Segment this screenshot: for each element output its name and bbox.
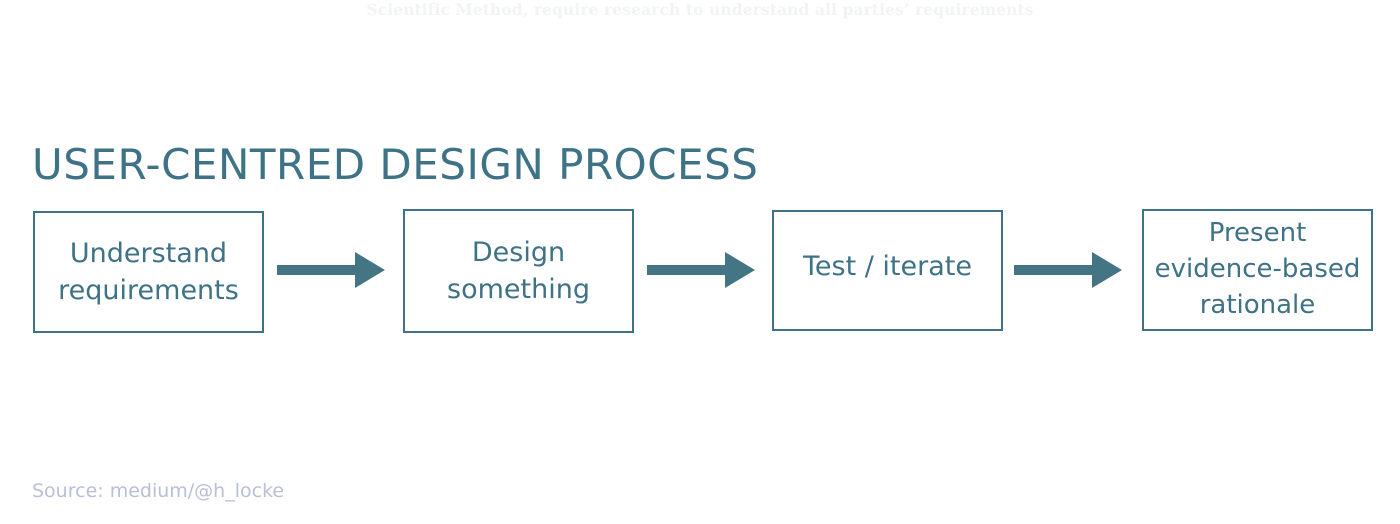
watermark-text: Scientific Method, require research to u…: [366, 0, 1034, 19]
arrow-head: [1092, 252, 1122, 288]
process-step-present-rationale: Present evidence-based rationale: [1142, 209, 1373, 331]
arrow-head: [725, 252, 755, 288]
process-step-label: Test / iterate: [803, 251, 972, 282]
process-step-design-something: Design something: [403, 209, 634, 333]
arrow-head: [355, 252, 385, 288]
arrow-shaft: [1014, 265, 1094, 275]
arrow-shaft: [277, 265, 357, 275]
process-step-understand-requirements: Understand requirements: [33, 211, 264, 333]
source-credit: Source: medium/@h_locke: [32, 480, 285, 502]
process-step-label: Present evidence-based rationale: [1154, 218, 1361, 320]
arrow-shaft: [647, 265, 727, 275]
process-step-test-iterate: Test / iterate: [772, 210, 1003, 331]
arrow-right-icon: [647, 252, 755, 288]
page-title: USER-CENTRED DESIGN PROCESS: [32, 140, 759, 190]
arrow-right-icon: [1014, 252, 1122, 288]
process-step-label: Design something: [447, 237, 590, 305]
process-step-label: Understand requirements: [58, 238, 239, 306]
arrow-right-icon: [277, 252, 385, 288]
